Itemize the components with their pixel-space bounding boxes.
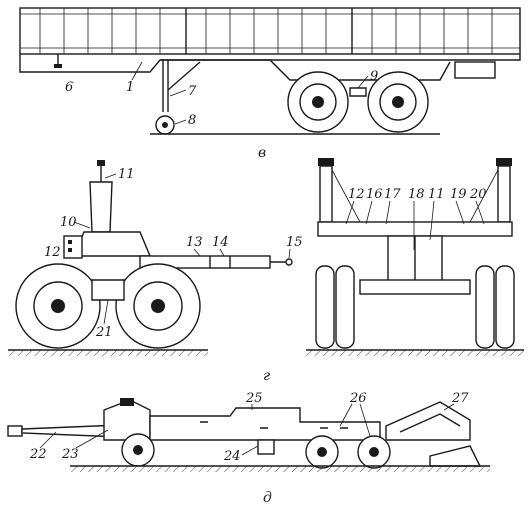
callout-g-11: 10 [60,215,77,230]
fifth-wheel-beam [317,221,513,237]
rear-bogie-wheels [287,71,429,133]
panel-g-dolly-rear: 12 16 17 18 11 19 20 г [263,158,524,384]
callout-g-11b: 11 [428,187,445,202]
callout-d-24: 24 [223,449,241,464]
callout-d-25: 25 [245,391,263,406]
callout-d-27: 27 [451,391,469,406]
frame-rail [19,54,521,73]
callout-v-6: 6 [65,80,73,95]
callout-v-7: 7 [188,84,197,99]
caption-g: г [263,368,270,384]
panel-g-dolly-side: 11 10 12 13 14 15 21 [8,160,303,356]
callout-g-20: 20 [469,187,487,202]
loading-ramp [385,401,471,441]
callout-g-21: 21 [95,325,113,340]
ground-hatch [8,350,208,356]
dolly-wheels [15,263,201,349]
callout-g-19: 19 [450,187,467,202]
callout-g-13: 13 [186,235,203,250]
transport-platform [149,407,381,441]
callout-g-14: 14 [212,235,229,250]
callout-g-18: 18 [408,187,425,202]
callout-d-26: 26 [349,391,367,406]
dual-tires [315,265,515,349]
panel-v-semitrailer: 1 6 7 8 9 в [19,7,521,161]
callout-d-23: 23 [61,447,79,462]
callout-d-22: 22 [29,447,47,462]
caption-d: д [263,490,272,506]
callout-v-9: 9 [370,69,378,84]
callout-v-1: 1 [126,80,134,95]
callout-g-17: 17 [384,187,401,202]
callout-v-8: 8 [188,113,196,128]
callout-g-10: 12 [44,245,61,260]
callout-g-12b: 12 [348,187,365,202]
cargo-platform [19,7,521,55]
callout-g-12: 11 [118,167,135,182]
support-column [89,181,113,233]
callout-g-15: 15 [286,235,303,250]
caption-v: в [258,145,266,161]
panel-d-transporter: 22 23 24 25 26 27 д [7,391,490,506]
callout-g-16: 16 [366,187,383,202]
